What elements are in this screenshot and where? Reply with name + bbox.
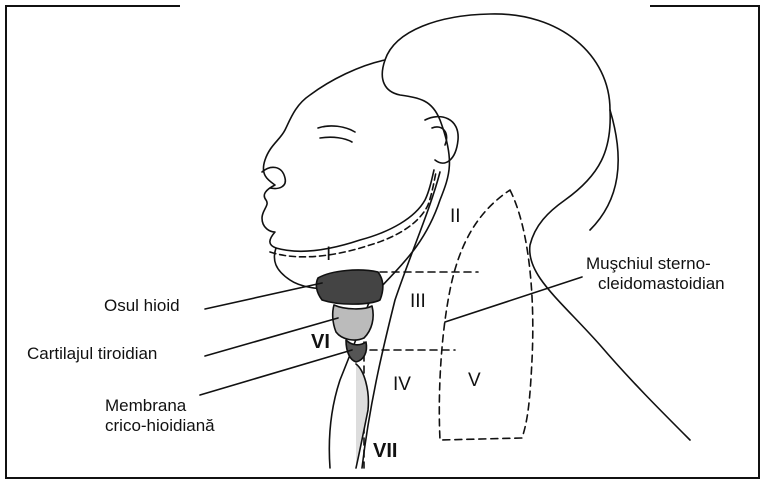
level-VI: VI bbox=[311, 331, 330, 354]
larynx-structure bbox=[316, 270, 382, 468]
level-III: III bbox=[410, 291, 426, 313]
label-muscle-1: Muşchiul sterno- bbox=[586, 254, 711, 274]
pointer-muscle bbox=[445, 277, 582, 322]
label-membrane-2: crico-hioidiană bbox=[105, 416, 215, 436]
jaw-line bbox=[276, 170, 434, 251]
level-V: V bbox=[468, 370, 481, 392]
level-IV: IV bbox=[393, 374, 411, 396]
label-thyroid: Cartilajul tiroidian bbox=[27, 344, 157, 364]
neck-back-outline bbox=[590, 110, 618, 230]
label-muscle-2: cleidomastoidian bbox=[598, 274, 725, 294]
label-membrane-1: Membrana bbox=[105, 396, 186, 416]
eye bbox=[318, 126, 355, 132]
level-VII: VII bbox=[373, 440, 397, 463]
label-hyoid: Osul hioid bbox=[104, 296, 180, 316]
level-II: II bbox=[450, 206, 461, 228]
pointer-hyoid bbox=[205, 283, 322, 309]
level-I: I bbox=[326, 244, 331, 266]
pointer-membrane bbox=[200, 350, 352, 395]
anterior-neck bbox=[362, 172, 440, 468]
